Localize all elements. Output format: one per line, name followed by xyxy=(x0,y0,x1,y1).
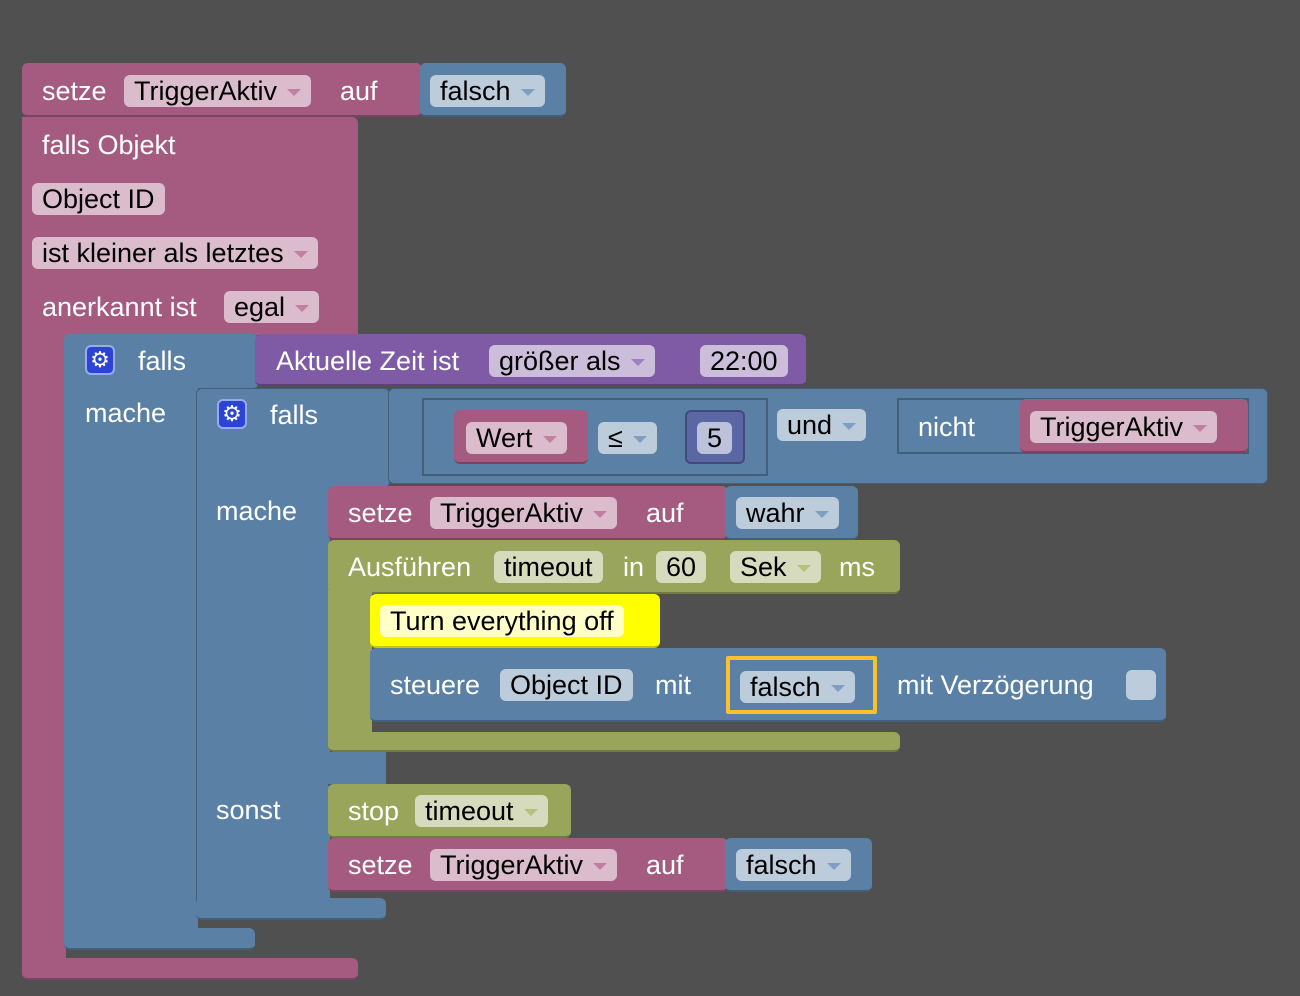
variable-dropdown[interactable]: TriggerAktiv xyxy=(430,497,618,529)
falls-label: falls xyxy=(138,346,187,376)
setze-label: setze xyxy=(348,498,413,528)
execute-label: Ausführen xyxy=(348,552,472,582)
mache-label: mache xyxy=(216,496,298,526)
auf-label: auf xyxy=(646,850,684,880)
setze-label: setze xyxy=(348,850,413,880)
logic-dropdown[interactable]: und xyxy=(777,409,867,441)
compare-block[interactable] xyxy=(422,398,768,476)
falls-label: falls xyxy=(270,400,319,430)
compare-dropdown[interactable]: größer als xyxy=(489,345,655,377)
boolean-dropdown[interactable]: falsch xyxy=(430,75,545,107)
inner-if-middle xyxy=(328,752,386,786)
trigger-title: falls Objekt xyxy=(42,130,176,160)
time-label: Aktuelle Zeit ist xyxy=(276,346,460,376)
ack-dropdown[interactable]: egal xyxy=(224,291,320,323)
gear-icon[interactable]: ⚙ xyxy=(85,345,115,375)
timeout-bottom xyxy=(328,732,900,752)
inner-if-arm xyxy=(196,480,330,910)
object-id-field[interactable]: Object ID xyxy=(500,669,633,701)
timeout-arm xyxy=(328,590,372,740)
timeout-name-field[interactable]: timeout xyxy=(494,551,603,583)
unit-dropdown[interactable]: Sek xyxy=(730,551,821,583)
gear-icon[interactable]: ⚙ xyxy=(217,399,247,429)
mit-label: mit xyxy=(655,670,691,700)
steuere-label: steuere xyxy=(390,670,481,700)
object-id-field[interactable]: Object ID xyxy=(32,183,165,215)
boolean-dropdown[interactable]: falsch xyxy=(740,671,855,703)
in-label: in xyxy=(623,552,645,582)
if-block-bottom xyxy=(64,928,255,950)
ms-label: ms xyxy=(839,552,875,582)
delay-checkbox[interactable] xyxy=(1126,670,1156,700)
boolean-dropdown[interactable]: wahr xyxy=(736,497,839,529)
not-label: nicht xyxy=(918,412,976,442)
operator-dropdown[interactable]: ≤ xyxy=(598,422,657,454)
timeout-dropdown[interactable]: timeout xyxy=(415,795,548,827)
delay-field[interactable]: 60 xyxy=(656,551,707,583)
variable-dropdown[interactable]: TriggerAktiv xyxy=(430,849,618,881)
auf-label: auf xyxy=(340,76,378,106)
mache-label: mache xyxy=(85,398,167,428)
delay-label: mit Verzögerung xyxy=(897,670,1094,700)
comment-field[interactable]: Turn everything off xyxy=(380,605,624,637)
boolean-dropdown[interactable]: falsch xyxy=(736,849,851,881)
variable-dropdown[interactable]: TriggerAktiv xyxy=(124,75,312,107)
auf-label: auf xyxy=(646,498,684,528)
inner-if-bottom xyxy=(196,898,386,920)
sonst-label: sonst xyxy=(216,795,281,825)
stop-label: stop xyxy=(348,796,400,826)
condition-dropdown[interactable]: ist kleiner als letztes xyxy=(32,237,318,269)
selected-value-block[interactable] xyxy=(726,656,877,714)
variable-dropdown[interactable]: TriggerAktiv xyxy=(1030,411,1218,443)
ack-label: anerkannt ist xyxy=(42,292,197,322)
time-field[interactable]: 22:00 xyxy=(700,345,788,377)
if-block-arm xyxy=(64,386,198,936)
trigger-block-arm xyxy=(22,330,66,970)
number-field[interactable]: 5 xyxy=(697,422,733,454)
wert-dropdown[interactable]: Wert xyxy=(466,422,567,454)
trigger-block-bottom xyxy=(22,958,358,980)
setze-label: setze xyxy=(42,76,107,106)
